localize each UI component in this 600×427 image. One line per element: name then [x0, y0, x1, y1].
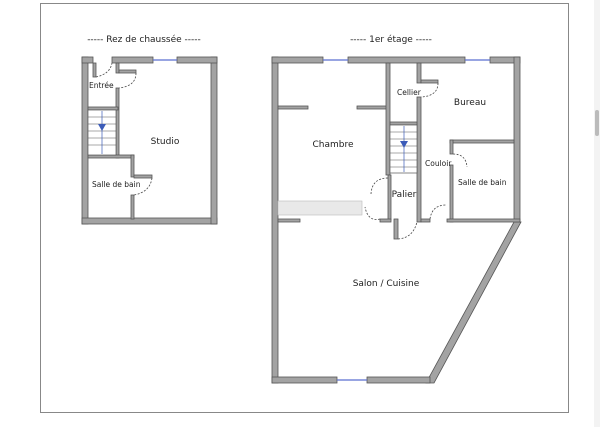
first-floor-walls: [271, 56, 522, 384]
room-label-salon-cuisine: Salon / Cuisine: [353, 279, 420, 289]
title-ground-floor: ----- Rez de chaussée -----: [87, 34, 201, 45]
stairs-first: [389, 124, 418, 174]
room-label-salle-de-bain-rdc: Salle de bain: [92, 180, 141, 189]
room-label-entree: Entrée: [89, 81, 114, 90]
stairs-ground: [87, 109, 117, 156]
frame: [40, 3, 569, 413]
stair-arrow-icon: [98, 124, 106, 131]
room-label-studio: Studio: [151, 137, 180, 147]
scrollbar-thumb[interactable]: [595, 110, 599, 136]
room-label-couloir: Couloir: [425, 159, 452, 168]
stair-arrow-icon: [400, 141, 408, 148]
room-label-palier: Palier: [392, 190, 417, 200]
room-label-cellier: Cellier: [397, 88, 422, 97]
vertical-scrollbar[interactable]: [594, 0, 600, 427]
ground-floor-walls: [81, 56, 218, 225]
room-label-salle-de-bain-etage: Salle de bain: [458, 178, 507, 187]
room-label-chambre: Chambre: [312, 140, 353, 150]
hatched-area: [277, 200, 363, 216]
title-first-floor: ----- 1er étage -----: [350, 34, 432, 45]
room-label-bureau: Bureau: [454, 98, 486, 108]
